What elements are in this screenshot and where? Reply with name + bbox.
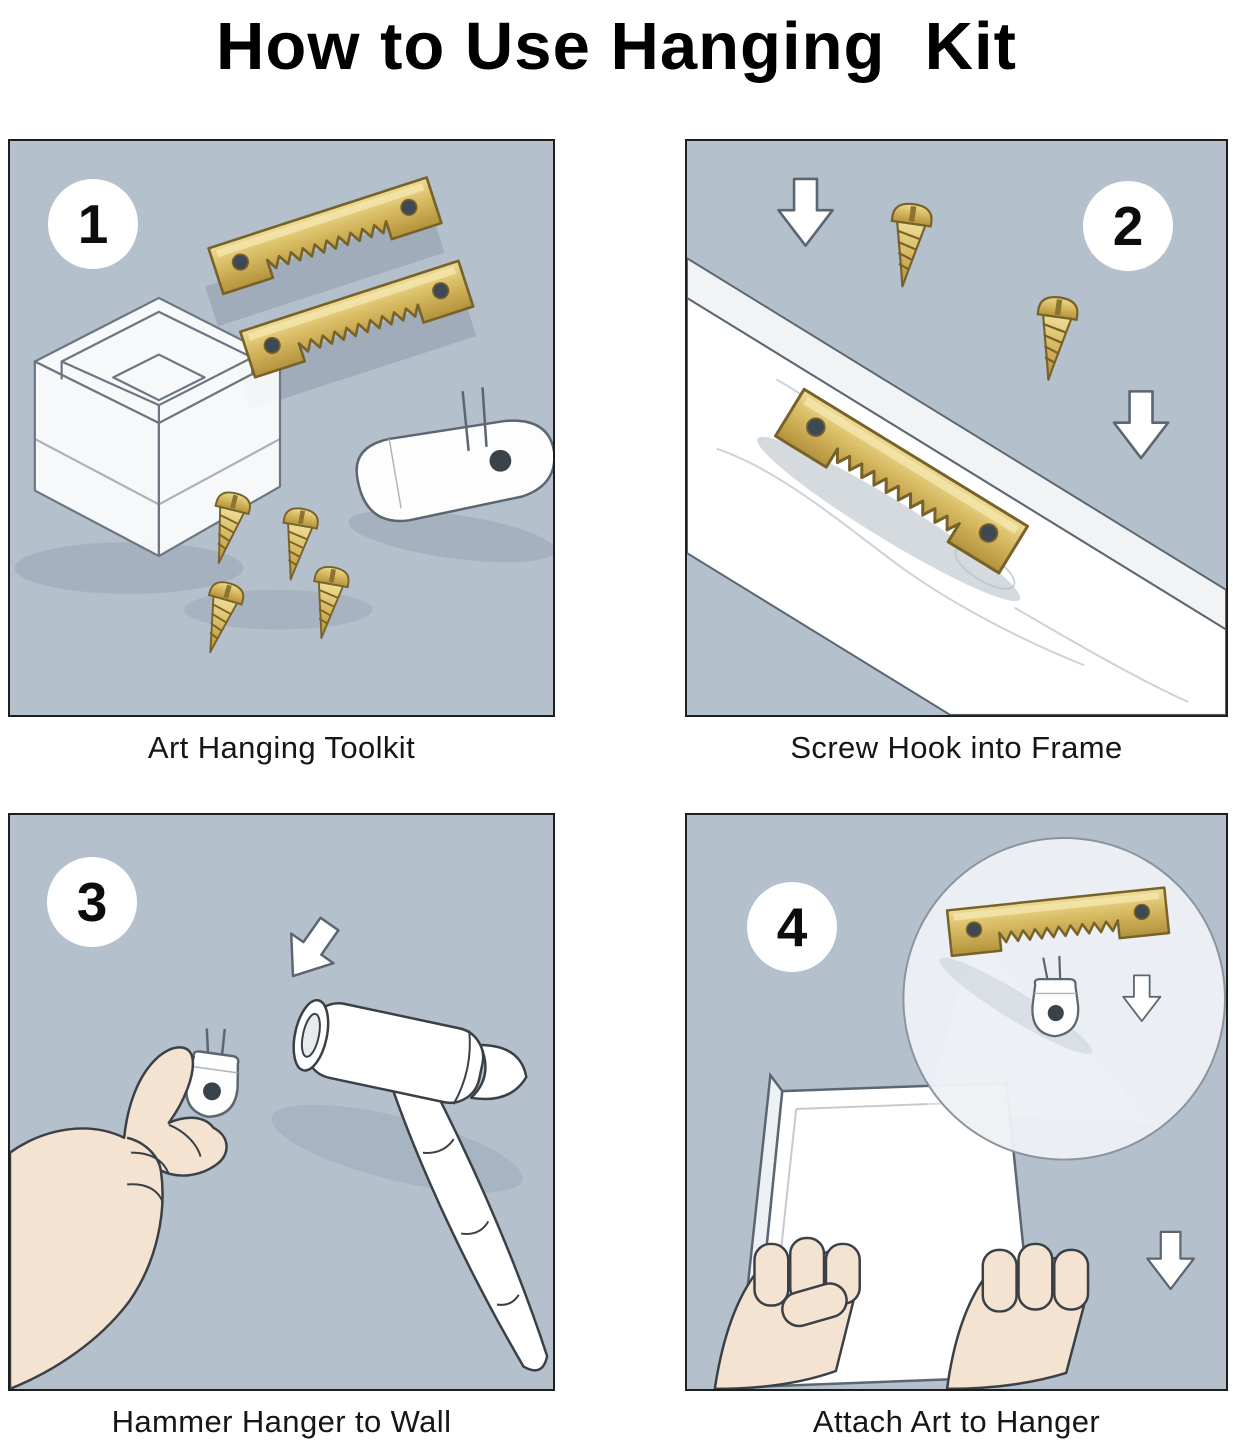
- step-4-panel: 4: [685, 813, 1228, 1391]
- shadow: [205, 212, 445, 327]
- page-title: How to Use Hanging Kit: [216, 9, 1017, 84]
- wall-hook-icon: [355, 387, 553, 523]
- step-4-illustration: [713, 836, 1226, 1389]
- step-1-illustration: [14, 176, 553, 658]
- down-arrow-icon: [270, 907, 352, 993]
- hand-icon: [713, 1236, 861, 1389]
- shadow: [236, 296, 477, 410]
- step-3: 3 Hammer Hanger to Wall: [8, 813, 555, 1440]
- down-arrow-icon: [777, 177, 834, 247]
- hammer-icon: [292, 998, 549, 1372]
- steps-grid: 1 Art Hanging Toolkit: [0, 139, 1233, 1440]
- step-2: 2 Screw Hook into Frame: [685, 139, 1228, 766]
- step-3-caption: Hammer Hanger to Wall: [111, 1404, 452, 1439]
- step-number-badge: 2: [1083, 181, 1173, 271]
- step-1-caption: Art Hanging Toolkit: [147, 730, 416, 765]
- hand-icon: [945, 1242, 1090, 1389]
- step-3-panel: 3: [8, 813, 555, 1391]
- step-number-badge: 1: [48, 179, 138, 269]
- step-3-illustration: [10, 907, 549, 1389]
- step-2-illustration: [687, 177, 1226, 715]
- screw-icon: [272, 505, 321, 584]
- step-4: 4 Attach Art to Hanger: [685, 813, 1228, 1440]
- magnifier-circle-icon: [902, 836, 1226, 1161]
- step-1: 1 Art Hanging Toolkit: [8, 139, 555, 766]
- down-arrow-icon: [1146, 1230, 1195, 1291]
- page-header: How to Use Hanging Kit: [0, 0, 1233, 139]
- step-1-panel: 1: [8, 139, 555, 717]
- step-4-caption: Attach Art to Hanger: [812, 1404, 1101, 1439]
- shadow: [757, 436, 1021, 602]
- step-number-badge: 4: [747, 882, 837, 972]
- screw-icon: [881, 200, 935, 291]
- hand-icon: [10, 1046, 228, 1389]
- step-2-panel: 2: [685, 139, 1228, 717]
- step-2-caption: Screw Hook into Frame: [790, 730, 1123, 765]
- down-arrow-icon: [1112, 390, 1170, 460]
- step-number-badge: 3: [47, 857, 137, 947]
- screw-icon: [1027, 293, 1081, 384]
- storage-box-icon: [33, 296, 282, 558]
